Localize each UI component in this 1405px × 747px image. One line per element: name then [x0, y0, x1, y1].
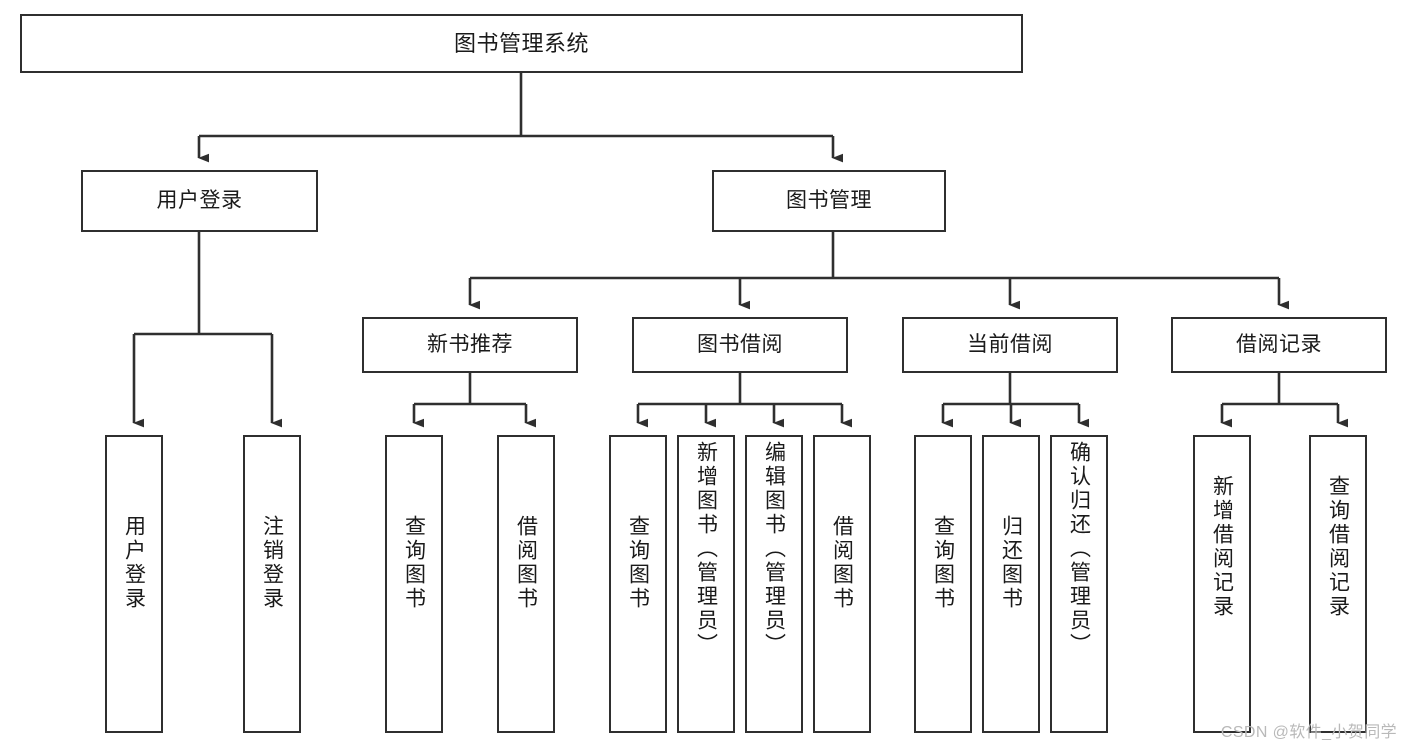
- node-leaf-confirm-return-label: 确认归还（管理员）: [1067, 441, 1091, 657]
- node-leaf-add-record[interactable]: 新增借阅记录: [1193, 435, 1251, 733]
- node-leaf-borrow-book-2-label: 借阅图书: [830, 515, 854, 611]
- node-leaf-confirm-return[interactable]: 确认归还（管理员）: [1050, 435, 1108, 733]
- node-leaf-logout[interactable]: 注销登录: [243, 435, 301, 733]
- node-leaf-add-book-label: 新增图书（管理员）: [694, 441, 718, 657]
- node-leaf-return-book-label: 归还图书: [999, 515, 1023, 611]
- node-leaf-user-login[interactable]: 用户登录: [105, 435, 163, 733]
- node-leaf-borrow-book-2[interactable]: 借阅图书: [813, 435, 871, 733]
- node-leaf-query-record[interactable]: 查询借阅记录: [1309, 435, 1367, 733]
- node-leaf-add-book[interactable]: 新增图书（管理员）: [677, 435, 735, 733]
- node-leaf-query-book-2-label: 查询图书: [626, 515, 650, 611]
- node-current-borrow[interactable]: 当前借阅: [902, 317, 1118, 373]
- node-root-label: 图书管理系统: [453, 30, 589, 56]
- node-leaf-borrow-book-1[interactable]: 借阅图书: [497, 435, 555, 733]
- node-root[interactable]: 图书管理系统: [20, 14, 1023, 73]
- node-borrow-record[interactable]: 借阅记录: [1171, 317, 1387, 373]
- node-leaf-query-book-3-label: 查询图书: [931, 515, 955, 611]
- watermark: CSDN @软件_小贺同学: [1220, 724, 1397, 741]
- node-leaf-query-book-1[interactable]: 查询图书: [385, 435, 443, 733]
- node-book-borrow[interactable]: 图书借阅: [632, 317, 848, 373]
- node-leaf-query-book-3[interactable]: 查询图书: [914, 435, 972, 733]
- node-leaf-edit-book[interactable]: 编辑图书（管理员）: [745, 435, 803, 733]
- node-leaf-borrow-book-1-label: 借阅图书: [514, 515, 538, 611]
- node-new-book-rec[interactable]: 新书推荐: [362, 317, 578, 373]
- node-leaf-logout-label: 注销登录: [260, 515, 284, 611]
- node-borrow-record-label: 借阅记录: [1236, 332, 1322, 356]
- node-leaf-return-book[interactable]: 归还图书: [982, 435, 1040, 733]
- node-leaf-add-record-label: 新增借阅记录: [1210, 475, 1234, 619]
- node-leaf-user-login-label: 用户登录: [122, 515, 146, 611]
- node-book-manage-label: 图书管理: [786, 188, 872, 212]
- node-leaf-query-record-label: 查询借阅记录: [1326, 475, 1350, 619]
- node-user-login-label: 用户登录: [156, 188, 243, 212]
- node-leaf-query-book-2[interactable]: 查询图书: [609, 435, 667, 733]
- node-leaf-query-book-1-label: 查询图书: [402, 515, 426, 611]
- node-book-borrow-label: 图书借阅: [697, 332, 783, 356]
- node-user-login[interactable]: 用户登录: [81, 170, 318, 232]
- node-current-borrow-label: 当前借阅: [967, 332, 1053, 356]
- node-leaf-edit-book-label: 编辑图书（管理员）: [762, 441, 786, 657]
- node-new-book-rec-label: 新书推荐: [427, 332, 513, 356]
- node-book-manage[interactable]: 图书管理: [712, 170, 946, 232]
